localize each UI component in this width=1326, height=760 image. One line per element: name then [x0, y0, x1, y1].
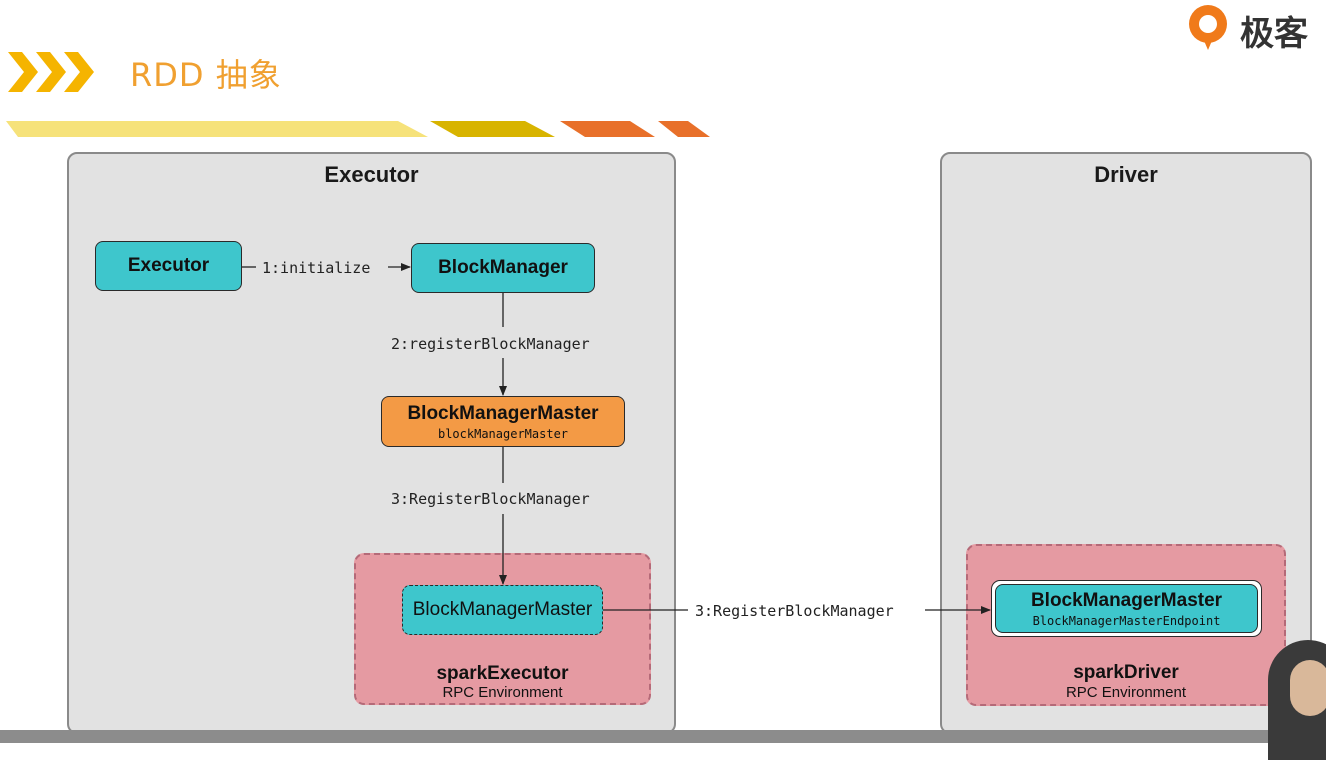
- edge-label-initialize: 1:initialize: [262, 259, 371, 277]
- brand-name: 极客: [1240, 14, 1308, 54]
- driver-container-title: Driver: [1094, 162, 1158, 187]
- chevron-icon: [36, 52, 66, 92]
- block-manager-node: BlockManager: [411, 243, 595, 293]
- diagram-canvas: [6, 5, 1227, 137]
- brand-logo-icon: [1189, 5, 1227, 50]
- rpc-env-subtitle: RPC Environment: [442, 684, 563, 701]
- page-title: RDD 抽象: [130, 56, 282, 94]
- header-stripes: [6, 121, 710, 137]
- node-title: BlockManagerMaster: [407, 402, 599, 424]
- edge-label-register-block-manager: 2:registerBlockManager: [391, 335, 590, 353]
- stripe: [6, 121, 428, 137]
- presenter-face: [1290, 660, 1326, 716]
- node-subtitle: BlockManagerMasterEndpoint: [1032, 613, 1221, 628]
- chevron-icon: [64, 52, 94, 92]
- node-title: BlockManager: [438, 257, 568, 278]
- block-manager-master-endpoint-node: BlockManagerMaster BlockManagerMasterEnd…: [995, 584, 1258, 633]
- node-title: BlockManagerMaster: [412, 599, 593, 620]
- executor-node: Executor: [95, 241, 242, 291]
- stripe: [430, 121, 555, 137]
- executor-container-title: Executor: [324, 162, 419, 187]
- stripe: [560, 121, 655, 137]
- node-title: Executor: [127, 255, 210, 276]
- block-manager-master-node: BlockManagerMaster blockManagerMaster: [381, 396, 625, 447]
- chevron-icon: [8, 52, 38, 92]
- node-subtitle: blockManagerMaster: [437, 426, 569, 441]
- edge-label-cross: 3:RegisterBlockManager: [695, 602, 894, 620]
- rpc-env-subtitle: RPC Environment: [1065, 684, 1187, 701]
- rpc-env-name: sparkDriver: [1073, 662, 1179, 683]
- bottom-bar: [0, 730, 1326, 743]
- node-title: BlockManagerMaster: [1030, 589, 1223, 611]
- edge-label-register-block-manager-rpc: 3:RegisterBlockManager: [391, 490, 590, 508]
- stripe: [658, 121, 710, 137]
- rpc-block-manager-master-node: BlockManagerMaster: [402, 585, 603, 635]
- rpc-env-name: sparkExecutor: [436, 663, 569, 684]
- chevron-icons: [8, 52, 94, 92]
